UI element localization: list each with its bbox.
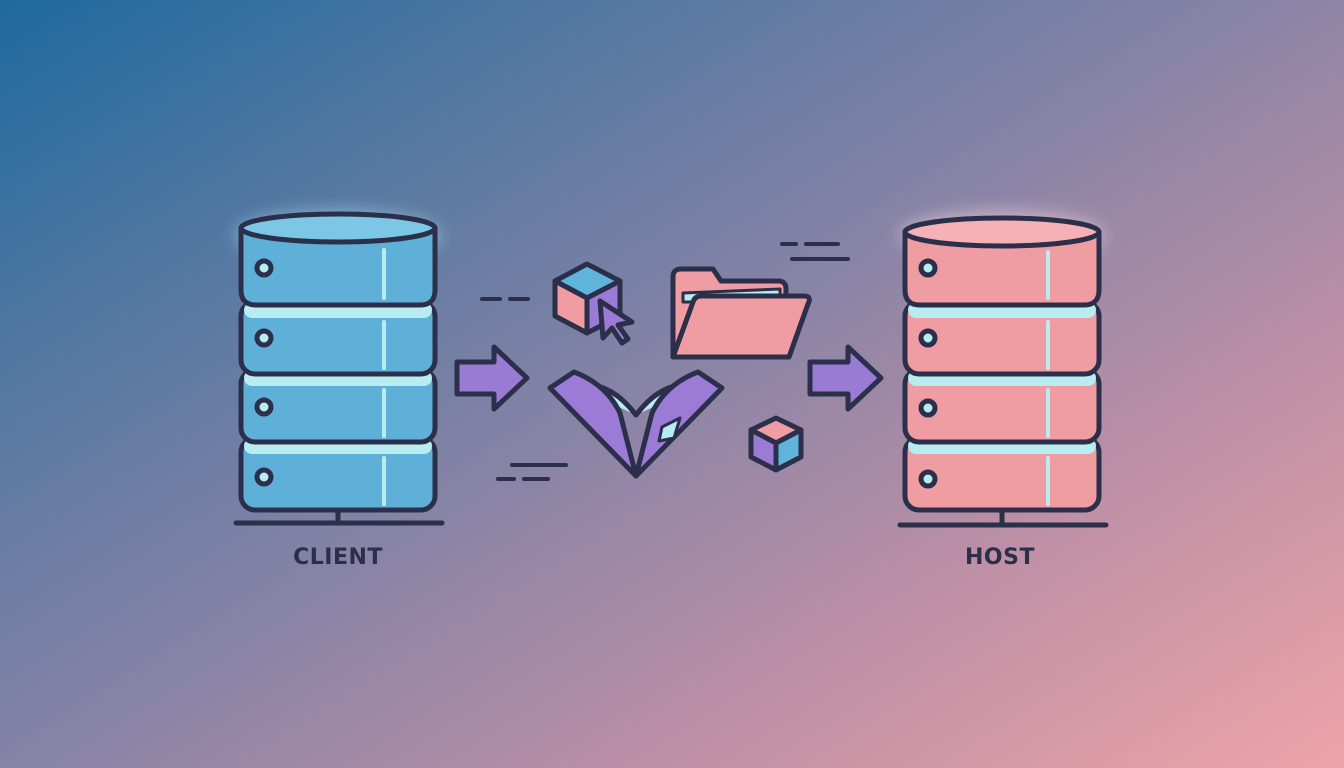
client-disk-1 xyxy=(238,225,438,308)
host-led-4 xyxy=(918,469,938,489)
client-led-4 xyxy=(254,467,274,487)
host-led-1 xyxy=(918,258,938,278)
folder-icon xyxy=(670,266,812,360)
host-label: HOST xyxy=(965,545,1035,570)
host-led-3 xyxy=(918,398,938,418)
host-disk-1 xyxy=(902,229,1102,308)
client-top xyxy=(238,211,438,245)
arrow-right-icon xyxy=(454,344,530,412)
cursor-icon xyxy=(597,298,635,346)
arrow-right-icon xyxy=(807,344,884,412)
speed-lines-icon xyxy=(480,242,850,481)
host-top xyxy=(902,215,1102,249)
open-book-icon xyxy=(547,369,725,479)
client-led-2 xyxy=(254,328,274,348)
cube-icon xyxy=(552,261,623,336)
client-led-3 xyxy=(254,397,274,417)
client-label: CLIENT xyxy=(293,545,383,570)
cube-icon xyxy=(748,415,804,473)
host-database-icon xyxy=(897,212,1109,528)
host-led-2 xyxy=(918,328,938,348)
client-database-icon xyxy=(233,211,445,526)
client-led-1 xyxy=(254,258,274,278)
